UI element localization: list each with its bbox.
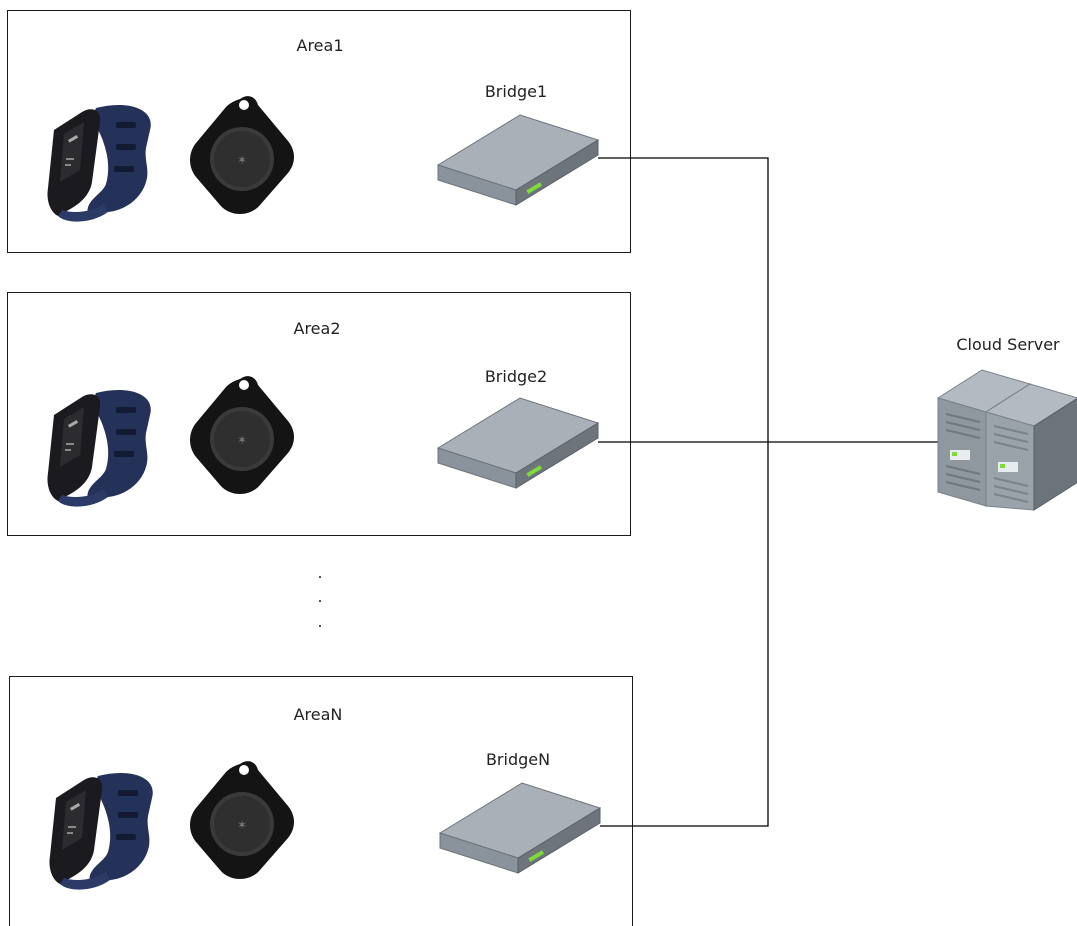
bridge-label-n: BridgeN	[485, 750, 551, 769]
bridge-device-icon	[437, 114, 599, 206]
ble-tag-icon	[190, 761, 294, 879]
link-bridgen	[600, 442, 769, 827]
wristband-icon	[47, 104, 151, 222]
area-label-1: Area1	[296, 36, 344, 55]
bridge-device-icon	[439, 782, 601, 874]
cloud-server-icon	[936, 369, 1077, 511]
bridge-label-2: Bridge2	[484, 367, 548, 386]
ellipsis-dot	[319, 600, 321, 602]
bridge-device-icon	[437, 397, 599, 489]
ble-tag-icon	[190, 96, 294, 214]
ellipsis-dot	[319, 625, 321, 627]
area-label-n: AreaN	[293, 705, 343, 724]
wristband-icon	[47, 389, 151, 507]
bridge-label-1: Bridge1	[484, 82, 548, 101]
area-label-2: Area2	[293, 319, 341, 338]
link-bridge1	[598, 157, 769, 442]
ellipsis-dot	[319, 576, 321, 578]
cloud-server-label: Cloud Server	[956, 335, 1060, 354]
ble-tag-icon	[190, 376, 294, 494]
wristband-icon	[49, 772, 153, 890]
